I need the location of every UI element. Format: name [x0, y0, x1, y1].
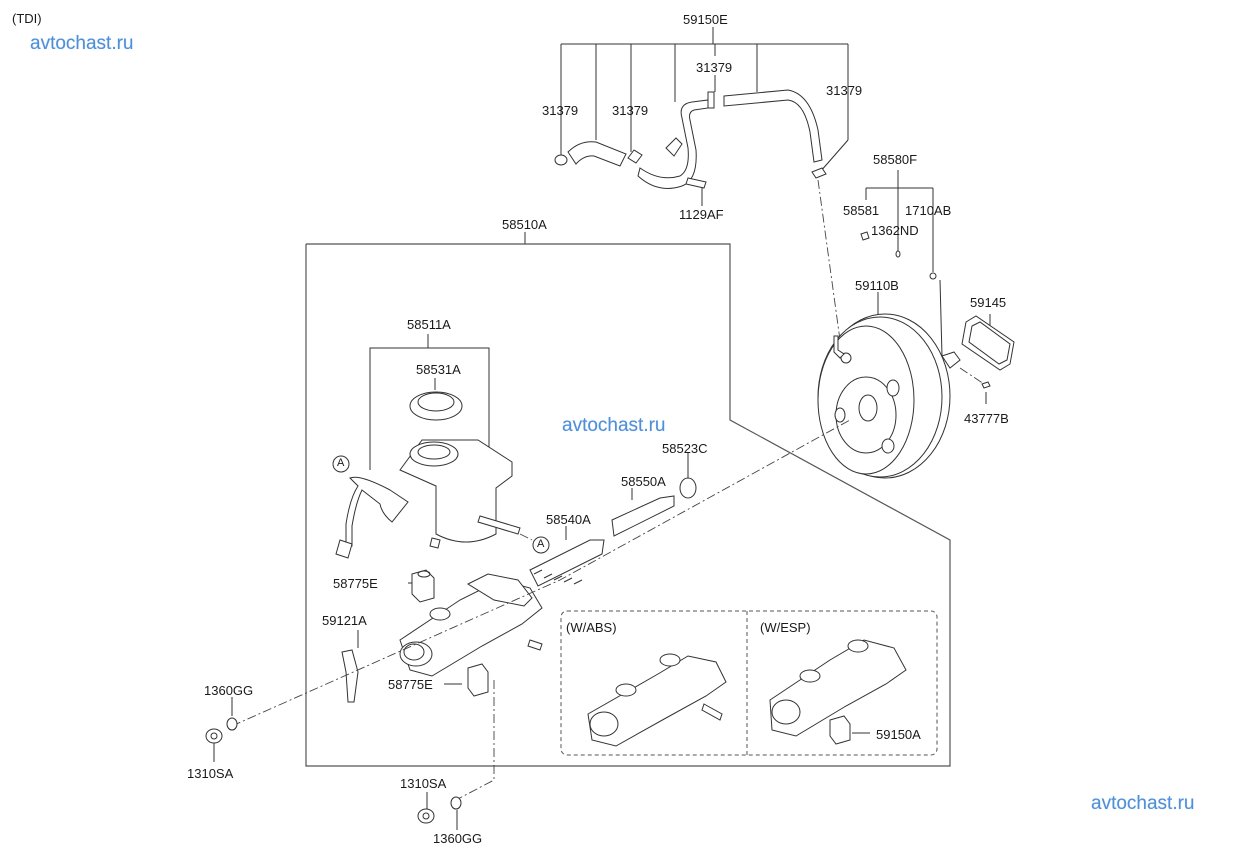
- esp-variant-label: (W/ESP): [760, 620, 811, 635]
- callout-stud-nut[interactable]: 43777B: [964, 411, 1009, 426]
- callout-o-ring[interactable]: 1710AB: [905, 203, 952, 218]
- callout-master-cylinder-assy[interactable]: 58510A: [502, 217, 547, 232]
- callout-reservoir-assy[interactable]: 58511A: [407, 317, 451, 332]
- connector-marker-a: A: [537, 538, 545, 550]
- callout-nut[interactable]: 1310SA: [400, 776, 447, 791]
- callout-washer[interactable]: 1360GG: [204, 683, 254, 698]
- engine-variant-label: (TDI): [12, 11, 42, 26]
- callout-clamp[interactable]: 31379: [612, 103, 649, 118]
- master-cylinder-body: [341, 569, 543, 703]
- hose-kit-leaders: [560, 27, 849, 206]
- callout-clamp[interactable]: 31379: [826, 83, 863, 98]
- callout-seal-ring[interactable]: 58523C: [662, 441, 708, 456]
- callout-hose-bolt[interactable]: 1129AF: [679, 207, 724, 222]
- vacuum-hoses: [554, 89, 827, 189]
- fasteners: [205, 697, 462, 830]
- pin-kit-leaders: [860, 170, 943, 357]
- watermark: avtochast.ru: [30, 33, 134, 54]
- callout-fitting[interactable]: 58775E: [333, 576, 378, 591]
- brake-booster: [817, 292, 961, 479]
- callout-fitting[interactable]: 58775E: [388, 677, 433, 692]
- callout-hose-kit[interactable]: 59150E: [683, 12, 728, 27]
- callout-bracket[interactable]: 59121A: [322, 613, 367, 628]
- callout-pin[interactable]: 58581: [843, 203, 880, 218]
- callout-washer[interactable]: 1360GG: [433, 831, 483, 846]
- reservoir-assembly: [335, 334, 521, 559]
- callout-clamp[interactable]: 31379: [542, 103, 579, 118]
- watermark: avtochast.ru: [1091, 793, 1195, 814]
- callout-secondary-piston[interactable]: 58550A: [621, 474, 666, 489]
- watermark: avtochast.ru: [562, 415, 666, 436]
- esp-variant-cylinder: [769, 639, 907, 745]
- abs-variant-label: (W/ABS): [566, 620, 617, 635]
- piston-parts: [529, 452, 697, 587]
- callout-reservoir-cap[interactable]: 58531A: [416, 362, 461, 377]
- gasket: [959, 314, 1015, 404]
- callout-gasket[interactable]: 59145: [970, 295, 1007, 310]
- callout-clip[interactable]: 1362ND: [871, 223, 919, 238]
- callout-pressure-sensor[interactable]: 59150A: [876, 727, 921, 742]
- connector-markers: [332, 455, 550, 554]
- callout-booster[interactable]: 59110B: [855, 278, 899, 293]
- callout-clamp[interactable]: 31379: [696, 60, 733, 75]
- callout-nut[interactable]: 1310SA: [187, 766, 234, 781]
- callout-primary-piston[interactable]: 58540A: [546, 512, 591, 527]
- master-cylinder-frame: [305, 232, 951, 767]
- callout-pin-kit[interactable]: 58580F: [873, 152, 918, 167]
- abs-variant-cylinder: [587, 653, 727, 747]
- connector-marker-a: A: [337, 457, 345, 469]
